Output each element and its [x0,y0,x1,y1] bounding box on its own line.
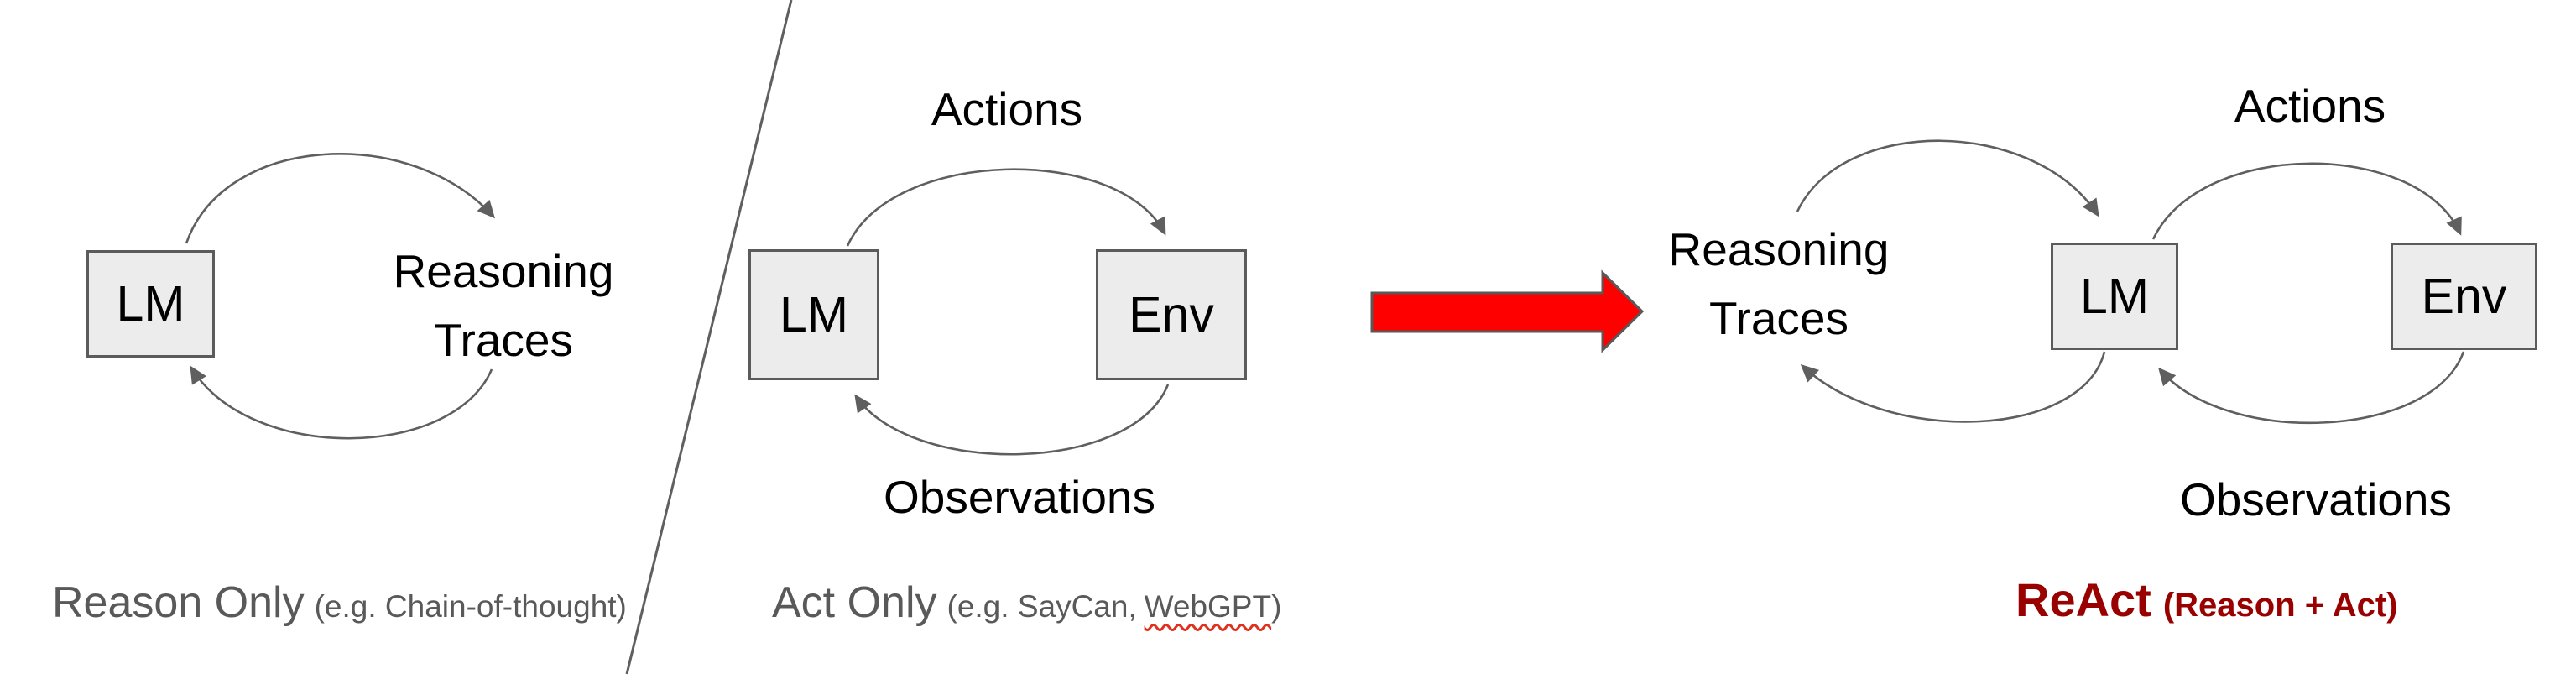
react-env-label: Env [2421,269,2507,324]
act-only-lm-box: LM [748,249,879,380]
react-reasoning-traces-line1: Reasoning [1668,223,1890,275]
arc-observations-env-to-lm [854,384,1170,456]
act-only-env-label: Env [1129,287,1214,342]
act-only-actions-label: Actions [931,83,1083,135]
arc-react-lm-to-traces [1800,351,2106,423]
react-actions-label: Actions [2234,80,2386,132]
react-caption-title: ReAct [2015,573,2151,626]
reasoning-traces-label: Reasoning Traces [368,237,639,374]
act-only-caption-subtitle-suffix: ) [1271,589,1282,624]
panel-divider-line [625,0,793,675]
act-only-caption-subtitle-prefix: (e.g. SayCan, [946,589,1137,624]
act-only-lm-label: LM [780,287,848,342]
reasoning-traces-line2: Traces [433,314,574,366]
arc-actions-lm-to-env [846,168,1166,247]
act-only-caption-subtitle: (e.g. SayCan,WebGPT) [947,589,1282,624]
react-lm-label: LM [2080,269,2149,324]
reason-only-caption-subtitle: (e.g. Chain-of-thought) [314,589,627,624]
react-lm-box: LM [2051,243,2178,350]
arc-react-actions-lm-to-env [2151,162,2462,240]
act-only-caption: Act Only (e.g. SayCan,WebGPT) [772,577,1281,628]
arc-react-observations-env-to-lm [2158,351,2465,425]
act-only-caption-webgpt-misspelling: WebGPT [1144,589,1272,624]
arc-lm-to-reasoning-traces [185,153,495,244]
react-reasoning-traces-line2: Traces [1708,292,1849,344]
reason-only-lm-box: LM [86,250,215,358]
arc-reasoning-traces-to-lm [190,365,493,440]
react-reasoning-traces-label: Reasoning Traces [1643,215,1915,353]
reason-only-caption-title: Reason Only [52,578,305,627]
react-caption-subtitle: (Reason + Act) [2162,587,2398,624]
reason-only-lm-label: LM [116,276,185,332]
react-env-box: Env [2391,243,2537,350]
act-only-observations-label: Observations [883,471,1156,523]
react-caption: ReAct (Reason + Act) [2015,572,2398,627]
red-transition-arrow [1370,269,1645,353]
react-observations-label: Observations [2179,473,2453,525]
arc-react-traces-to-lm [1796,139,2099,217]
act-only-env-box: Env [1096,249,1247,380]
reason-only-caption: Reason Only (e.g. Chain-of-thought) [52,577,627,628]
act-only-caption-title: Act Only [772,578,937,627]
reasoning-traces-line1: Reasoning [393,245,614,297]
